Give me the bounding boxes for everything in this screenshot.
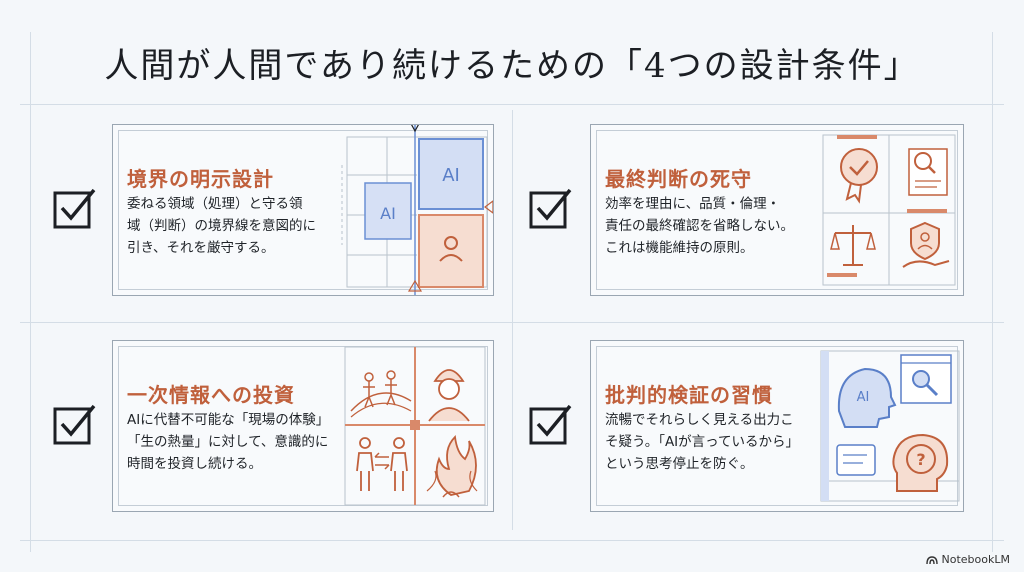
card-body: 効率を理由に、品質・倫理・ 責任の最終確認を省略しない。 これは機能維持の原則。 — [605, 196, 794, 256]
brand-label: NotebookLM — [941, 553, 1010, 566]
checkbox-icon — [53, 188, 96, 229]
blueprint-line — [30, 32, 31, 552]
card-final-judgment: 最終判断の死守 効率を理由に、品質・倫理・ 責任の最終確認を省略しない。 これは… — [590, 124, 964, 296]
card-boundary-design: 境界の明示設計 委ねる領域（処理）と守る領 域（判断）の境界線を意図的に 引き、… — [112, 124, 494, 296]
svg-text:?: ? — [916, 450, 925, 469]
card-title: 最終判断の死守 — [605, 167, 752, 191]
notebooklm-logo-icon — [925, 555, 938, 564]
card-body: AIに代替不可能な「現場の体験」 「生の熱量」に対して、意識的に 時間を投資し続… — [127, 412, 330, 472]
brand-watermark: NotebookLM — [925, 553, 1010, 566]
card-body: 流暢でそれらしく見える出力こ そ疑う。「AIが言っているから」 という思考停止を… — [605, 412, 799, 472]
card-title: 一次情報への投資 — [127, 383, 295, 407]
checkbox-icon — [529, 188, 572, 229]
blueprint-line — [20, 104, 1004, 105]
checkbox-icon — [529, 404, 572, 445]
field-experience-illustration — [344, 346, 486, 506]
card-inner-frame — [596, 130, 958, 290]
boundary-illustration: AI AI — [341, 125, 493, 295]
ai-label: AI — [857, 390, 870, 405]
card-inner-frame — [118, 346, 488, 506]
checkbox-icon — [53, 404, 96, 445]
card-title: 境界の明示設計 — [127, 167, 274, 191]
card-body: 委ねる領域（処理）と守る領 域（判断）の境界線を意図的に 引き、それを厳守する。 — [127, 196, 316, 256]
blueprint-line — [992, 32, 993, 552]
verification-illustration: AI ? — [820, 350, 960, 502]
blueprint-line — [20, 540, 1004, 541]
card-critical-verification: 批判的検証の習慣 流暢でそれらしく見える出力こ そ疑う。「AIが言っているから」… — [590, 340, 964, 512]
ai-label: AI — [442, 165, 460, 186]
card-title: 批判的検証の習慣 — [605, 383, 773, 407]
judgment-illustration — [822, 134, 956, 286]
blueprint-line — [512, 110, 513, 530]
card-inner-frame — [596, 346, 958, 506]
page-title: 人間が人間であり続けるための「4つの設計条件」 — [104, 46, 920, 86]
card-primary-info: 一次情報への投資 AIに代替不可能な「現場の体験」 「生の熱量」に対して、意識的… — [112, 340, 494, 512]
ai-label: AI — [380, 204, 396, 223]
